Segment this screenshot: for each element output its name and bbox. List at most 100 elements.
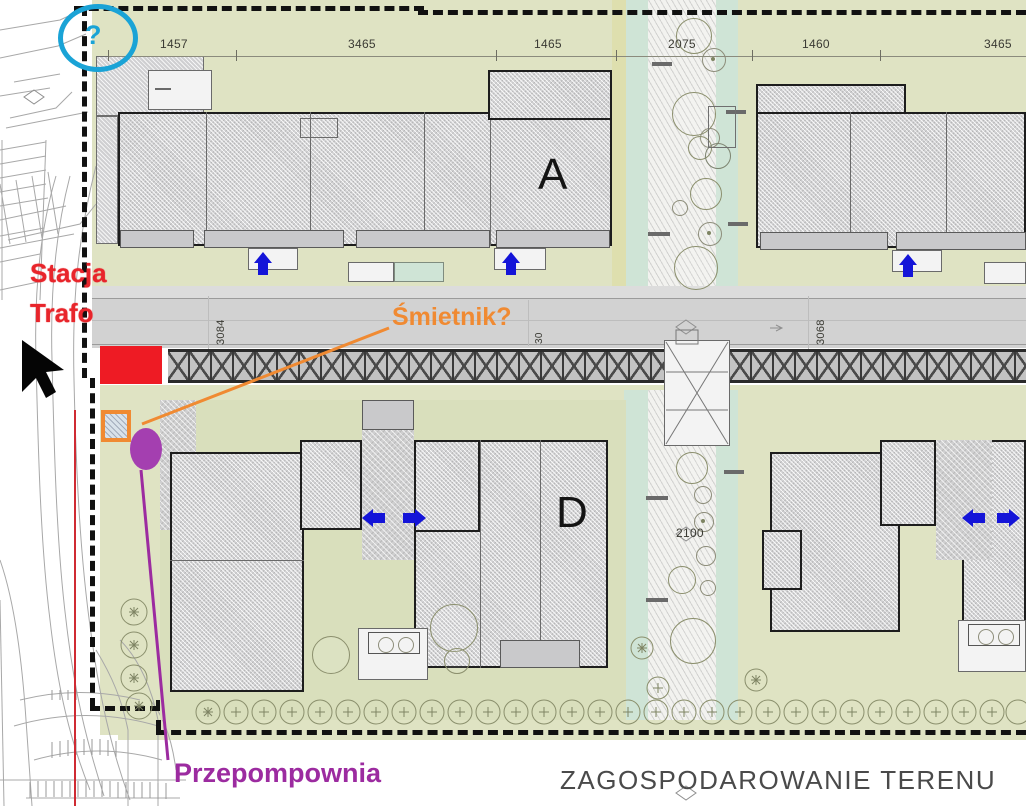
tree-l4 — [696, 546, 716, 566]
dimension-line-top — [108, 56, 1026, 57]
dim-v-line-3 — [528, 300, 529, 346]
tree-u7 — [690, 178, 722, 210]
bld-a-part-4 — [490, 120, 491, 246]
stair-core — [664, 340, 730, 446]
bld-a-east-part-2 — [946, 112, 947, 248]
tree-u1 — [676, 18, 712, 54]
bench-l2 — [646, 598, 668, 602]
dimension-label-1465: 1465 — [534, 37, 562, 51]
bld-a-terrace-green-1 — [394, 262, 444, 282]
dimension-label-3465b: 3465 — [984, 37, 1012, 51]
tree-l2 — [694, 486, 712, 504]
bld-d-part-2 — [540, 440, 541, 668]
dim-tick-2 — [496, 50, 497, 61]
bench-u3 — [648, 232, 670, 236]
stacja-trafo-label-line2: Trafo — [30, 298, 94, 328]
tree-u2-dot — [711, 57, 715, 61]
bench-l1 — [646, 496, 668, 500]
bld-a-west-wing — [96, 116, 118, 244]
bld-a-stoop-1 — [248, 248, 298, 270]
smietnik-marker — [101, 410, 131, 442]
przepompownia-label: Przepompownia — [174, 758, 382, 788]
boundary-bottom-left — [90, 706, 160, 711]
dim-tick-1 — [236, 50, 237, 61]
boundary-top — [74, 6, 424, 11]
stacja-trafo-marker — [100, 346, 162, 384]
question-marker — [58, 4, 138, 72]
green-strip-lower-left — [624, 390, 648, 720]
bld-a-north-wing — [488, 70, 612, 120]
bld-a-annex-2 — [148, 70, 212, 110]
bench-u4 — [728, 222, 748, 226]
tree-u6 — [705, 143, 731, 169]
bld-d-west-link — [300, 440, 362, 530]
terrace-circ-2 — [398, 637, 414, 653]
dim-v-line-1 — [208, 296, 209, 350]
tree-d3 — [444, 648, 470, 674]
court-plate-d1 — [362, 400, 414, 430]
street-sidewalk-north — [56, 286, 1026, 298]
bld-d-west — [170, 452, 304, 692]
boundary-left-lower — [90, 378, 95, 708]
tree-u2 — [702, 48, 726, 72]
bld-d-east-link — [880, 440, 936, 526]
street-line-3 — [56, 344, 1026, 345]
tree-l5 — [668, 566, 696, 594]
dimension-label-2100: 2100 — [676, 526, 704, 540]
bench-u2 — [726, 110, 746, 114]
dimension-label-1460: 1460 — [802, 37, 830, 51]
bld-a-entry-plate-1 — [120, 230, 194, 248]
tree-u9 — [698, 222, 722, 246]
bld-a-part-2 — [310, 112, 311, 246]
bld-a-entry-plate-4 — [496, 230, 610, 248]
bld-d-part-1 — [480, 440, 481, 668]
plan-title: ZAGOSPODAROWANIE TERENU — [560, 765, 997, 795]
tree-d1 — [312, 636, 350, 674]
bld-a-east-north-wing — [756, 84, 906, 114]
dim-tick-4 — [752, 50, 753, 61]
green-strip-upper-left — [624, 0, 648, 300]
stacja-trafo-label-line1: Stacja — [30, 258, 107, 288]
bld-a-entry-plate-3 — [356, 230, 490, 248]
bld-a-main — [118, 112, 612, 246]
tree-l3 — [694, 512, 714, 532]
tree-u10 — [674, 246, 718, 290]
bld-a-annex-mark — [155, 88, 171, 90]
bld-a-east-entry-plate-1 — [760, 232, 888, 250]
bld-a-east-part-1 — [850, 112, 851, 248]
bld-a-east-stoop — [892, 250, 942, 272]
bld-a-core — [300, 118, 338, 138]
bld-a-east-main — [756, 112, 1026, 248]
bench-l3 — [724, 470, 744, 474]
tree-l3-dot — [701, 519, 705, 523]
bld-d-south-plate — [500, 640, 580, 668]
przepompownia-marker — [130, 428, 162, 470]
terrace-circ-3 — [978, 629, 994, 645]
dimension-label-1457: 1457 — [160, 37, 188, 51]
dimension-label-mid: 30 — [534, 332, 545, 344]
bld-a-stoop-2 — [494, 248, 546, 270]
tree-l7 — [670, 618, 716, 664]
tree-l1 — [676, 452, 708, 484]
dimension-label-3084: 3084 — [215, 319, 227, 345]
yellow-edge-strip-upper — [612, 0, 626, 300]
tree-l6 — [700, 580, 716, 596]
boundary-left-upper — [82, 6, 87, 378]
dimension-label-3068: 3068 — [815, 319, 827, 345]
building-label-a: A — [538, 150, 568, 199]
boundary-bottom — [156, 730, 1026, 735]
fence-east — [730, 349, 1026, 383]
bld-a-east-terrace — [984, 262, 1026, 284]
dim-v-line-2 — [808, 296, 809, 350]
bld-a-east-entry-plate-2 — [896, 232, 1026, 250]
building-label-d: D — [556, 488, 588, 537]
bld-a-terrace-1 — [348, 262, 394, 282]
tree-d2 — [430, 604, 478, 652]
dimension-label-3465a: 3465 — [348, 37, 376, 51]
boundary-top-right — [418, 10, 1026, 15]
bld-d-main-wing — [414, 440, 480, 532]
dimension-label-2075: 2075 — [668, 37, 696, 51]
terrace-circ-4 — [998, 629, 1014, 645]
fence-west — [168, 349, 664, 383]
tree-u8 — [672, 200, 688, 216]
